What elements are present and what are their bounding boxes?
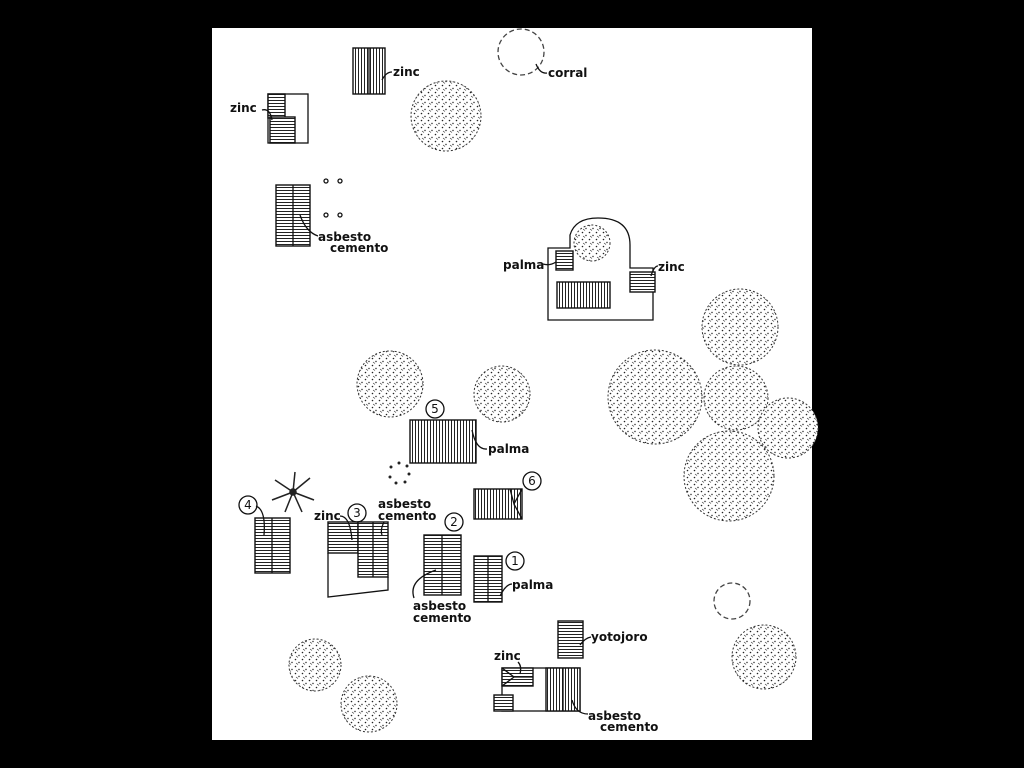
label-corral: corral (548, 66, 587, 80)
label-zinc: zinc (393, 65, 420, 79)
label-palma: palma (512, 578, 553, 592)
label-zinc: zinc (494, 649, 521, 663)
house-number: 5 (431, 402, 439, 416)
label-asbesto: asbesto (318, 230, 371, 244)
label-cemento: cemento (600, 720, 658, 734)
trees (271, 80, 819, 733)
label-zinc: zinc (314, 509, 341, 523)
label-palma: palma (488, 442, 529, 456)
house-6: 6 (473, 471, 542, 520)
house-number: 6 (528, 474, 536, 488)
house-number: 3 (353, 506, 361, 520)
label-zinc: zinc (230, 101, 257, 115)
house-3: 3 zinc asbesto cemento (314, 497, 436, 598)
label-cemento: cemento (378, 509, 436, 523)
house-number: 4 (244, 498, 252, 512)
tree-icon (607, 349, 703, 445)
dashed-circle (713, 582, 751, 620)
label-zinc: zinc (658, 260, 685, 274)
tree-icon (410, 80, 482, 152)
building-yotojoro: yotojoro (557, 620, 648, 659)
label-asbesto: asbesto (378, 497, 431, 511)
corral: corral (497, 28, 587, 80)
label-palma: palma (503, 258, 544, 272)
building-asbesto-cemento-top: asbesto cemento (275, 178, 388, 255)
house-2: 2 asbesto cemento (412, 512, 471, 625)
label-cemento: cemento (413, 611, 471, 625)
tree-icon (356, 350, 424, 418)
label-asbesto: asbesto (588, 709, 641, 723)
building-bottom: zinc asbesto cemento (493, 649, 658, 734)
tree-icon (703, 365, 769, 431)
label-asbesto: asbesto (413, 599, 466, 613)
house-number: 2 (450, 515, 458, 529)
label-yotojoro: yotojoro (591, 630, 648, 644)
tree-icon (731, 624, 797, 690)
tree-icon (573, 224, 611, 262)
tree-icon (473, 365, 531, 423)
dot-ring (388, 461, 411, 485)
label-cemento: cemento (330, 241, 388, 255)
building-zinc-top: zinc (352, 47, 420, 95)
tree-icon (340, 675, 398, 733)
house-4: 4 (238, 495, 291, 574)
tree-icon (701, 288, 779, 366)
tree-icon (288, 638, 342, 692)
house-5: 5 palma (409, 399, 529, 464)
tree-icon (683, 430, 775, 522)
house-number: 1 (511, 554, 519, 568)
tree-icon (757, 397, 819, 459)
building-zinc-left: zinc (230, 93, 309, 144)
enclosure-compound: palma zinc (503, 217, 685, 321)
bare-tree-icon (271, 471, 315, 513)
house-1: 1 palma (473, 551, 553, 603)
